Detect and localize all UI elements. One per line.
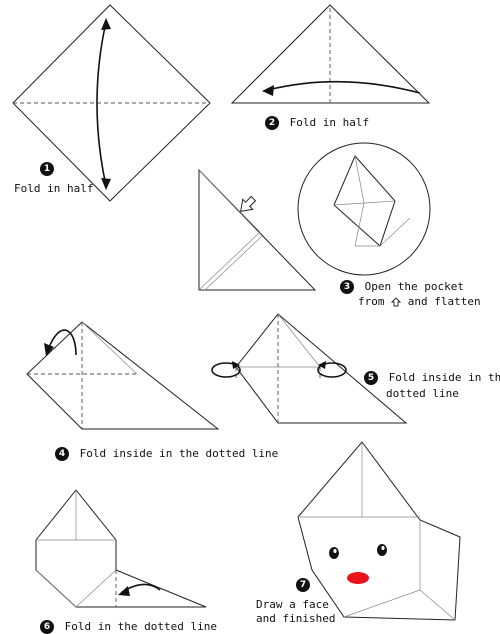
step-2-text: Fold in half (289, 116, 370, 129)
red-nose (347, 572, 369, 584)
step-5-label: 5 Fold inside in the (364, 371, 500, 385)
step-2-label: 2 Fold in half (265, 116, 369, 130)
step-4-label: 4 Fold inside in the dotted line (55, 447, 278, 461)
step-4-text: Fold inside in the dotted line (79, 447, 279, 460)
right-eye (377, 544, 387, 556)
step-6-text: Fold in the dotted line (64, 620, 217, 633)
step-3-number: 3 (340, 280, 354, 294)
step-2-figure (230, 4, 431, 104)
step-5-number: 5 (364, 371, 378, 385)
step-7-number: 7 (296, 578, 310, 592)
step-3-label: 3 Open the pocket (340, 280, 464, 294)
step-3-line2-after: and flatten (407, 295, 481, 308)
step-7-line2: and finished (256, 612, 336, 625)
step-3-line1: Open the pocket (364, 280, 464, 293)
step-3-line2: from and flatten (358, 295, 481, 309)
step-3-line2-before: from (358, 295, 385, 308)
step-5-line2: dotted line (386, 387, 459, 400)
step-7-figure (297, 441, 461, 621)
up-arrow-outline-icon (240, 195, 257, 212)
step-6-label: 6 Fold in the dotted line (40, 620, 217, 634)
step-2-number: 2 (265, 116, 279, 130)
step-3-figure (198, 168, 317, 291)
step-7-line1: Draw a face (256, 598, 329, 611)
step-1-figure (12, 4, 211, 202)
step-7-label: 7 (296, 578, 310, 592)
step-1-label: 1 (40, 162, 54, 176)
step-3-detail-circle (297, 142, 431, 276)
step-6-figure (35, 489, 207, 608)
step-6-number: 6 (40, 620, 54, 634)
step-5-figure (211, 313, 408, 424)
step-5-line1: Fold inside in the (388, 371, 500, 384)
step-1-number: 1 (40, 162, 54, 176)
up-arrow-outline-icon (391, 297, 402, 307)
step-1-text: Fold in half (14, 182, 94, 195)
left-eye (329, 547, 339, 559)
step-4-figure (26, 321, 220, 430)
step-4-number: 4 (55, 447, 69, 461)
